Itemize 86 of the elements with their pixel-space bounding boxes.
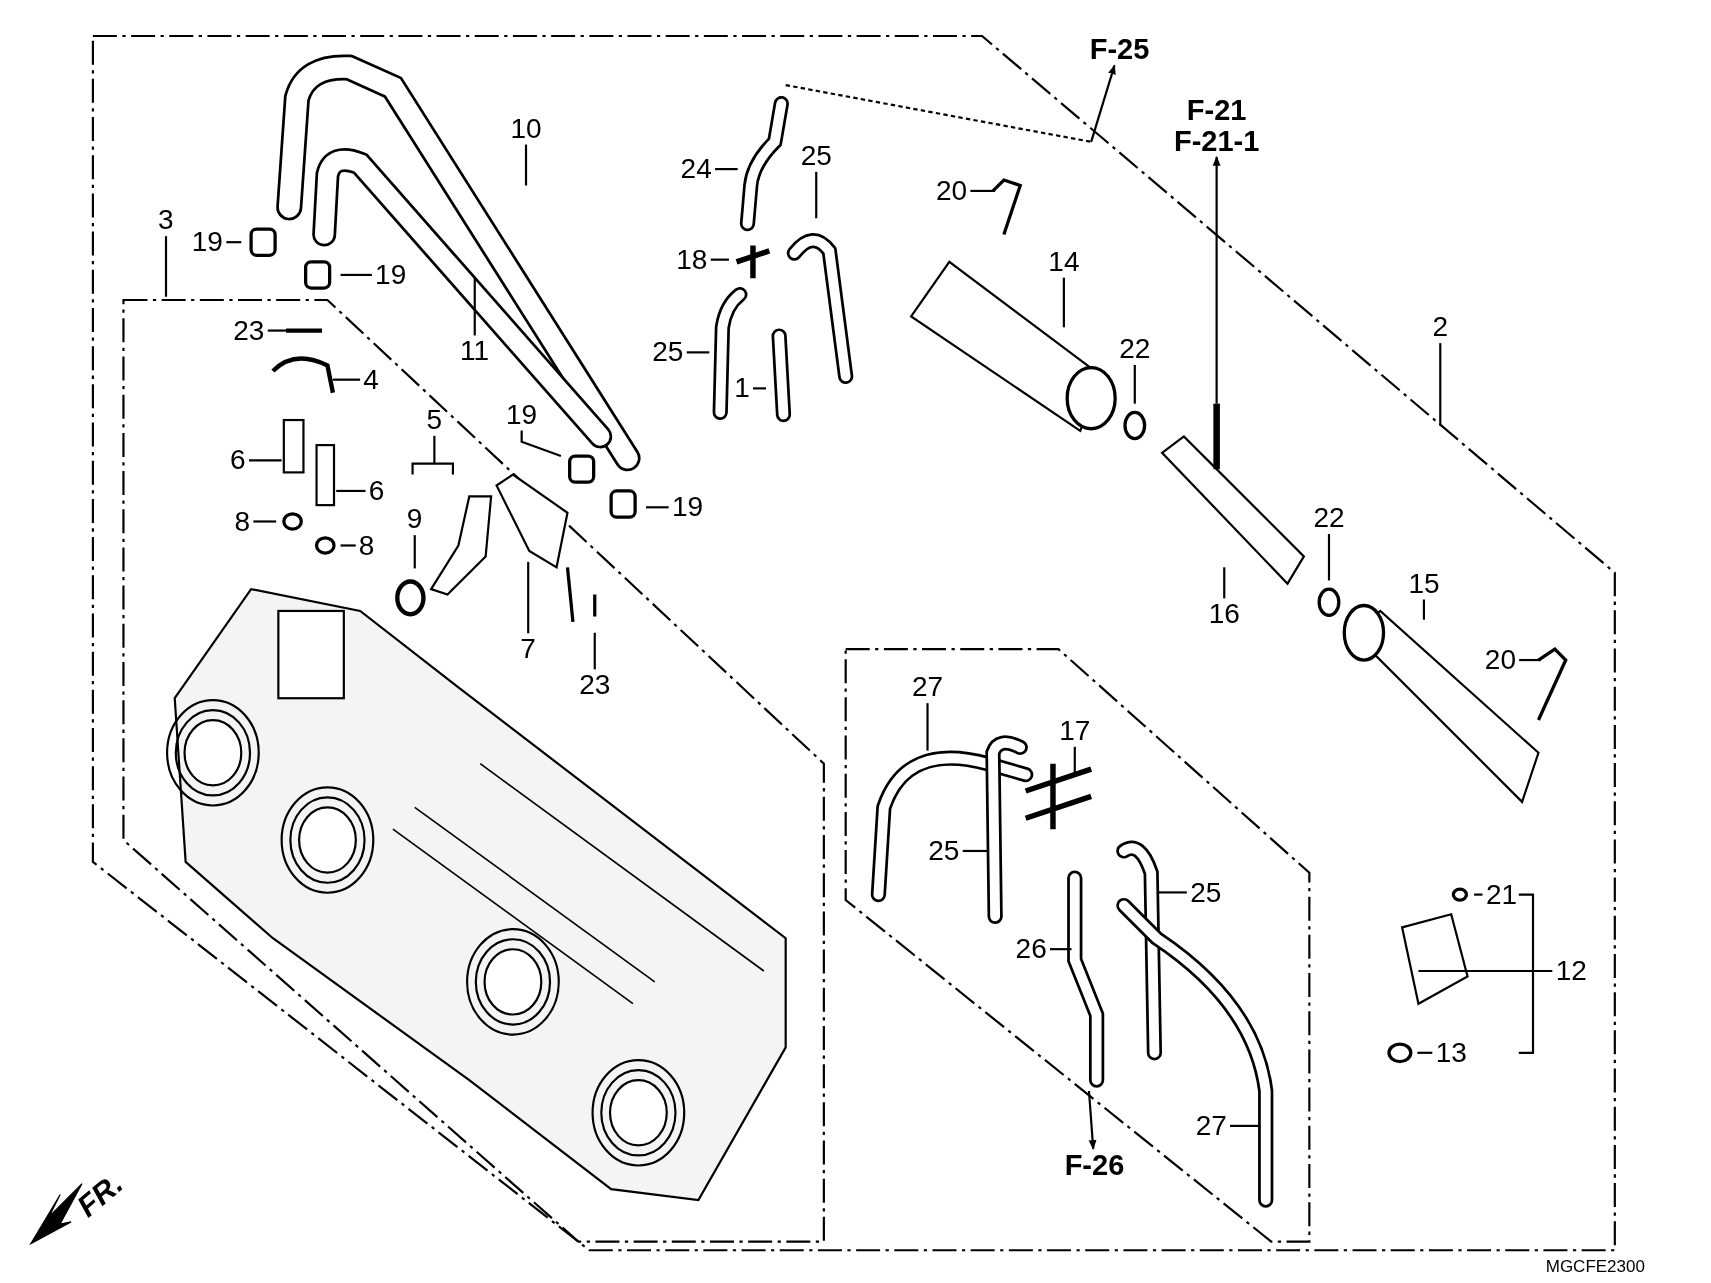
callout-number: 18 [676, 245, 708, 275]
arrow [1212, 156, 1221, 404]
leader-line [1519, 658, 1541, 662]
callout-number: 19 [191, 227, 223, 257]
leader-line [332, 378, 361, 381]
callout-number: 25 [928, 836, 960, 866]
leader-line [527, 561, 530, 634]
leader-line [1158, 891, 1187, 894]
callout-number: 14 [1048, 247, 1080, 277]
callout-number: 25 [800, 141, 832, 171]
callout-number: 12 [1555, 956, 1587, 986]
diagram-code: MGCFE2300 [1545, 1256, 1645, 1277]
leader-line [524, 144, 528, 186]
leader-line [1327, 534, 1331, 581]
leader-line [1223, 567, 1226, 599]
callout-number: 11 [460, 336, 490, 367]
leader-line [710, 258, 729, 261]
callout-number: 24 [680, 154, 712, 184]
leader-line [433, 435, 436, 464]
leader-line [593, 632, 596, 670]
leader-line [164, 236, 168, 297]
callout-number: 16 [1208, 599, 1240, 630]
leader-line [413, 535, 416, 569]
callout-number: 19 [506, 399, 538, 430]
leader-line [715, 168, 738, 171]
callout-number: 19 [375, 260, 407, 290]
reference-label: F-21-1 [1173, 125, 1260, 156]
leader-line [1062, 277, 1065, 328]
callout-number: 27 [1195, 1111, 1227, 1141]
callout-number: 3 [158, 205, 174, 236]
leader-line [1417, 1051, 1433, 1054]
arrow [1090, 64, 1116, 143]
leader-line [340, 273, 372, 276]
callout-number: 19 [671, 492, 704, 523]
leader-line [962, 849, 988, 853]
leader-line [970, 189, 996, 192]
leader-line [249, 459, 282, 462]
leader-line [1439, 343, 1442, 426]
leader-line [1474, 893, 1483, 896]
leader-line [520, 430, 562, 458]
leader-line [253, 520, 277, 523]
callout-number: 22 [1119, 334, 1151, 364]
reference-label: F-21 [1185, 95, 1248, 126]
callout-number: 17 [1059, 716, 1091, 746]
callout-number: 6 [368, 476, 385, 506]
callout-number: 7 [520, 634, 536, 664]
callout-number: 21 [1485, 880, 1518, 910]
leader-line [473, 278, 476, 336]
callout-number: 13 [1435, 1038, 1467, 1068]
callout-number: 8 [234, 506, 250, 537]
callout-number: 26 [1015, 934, 1047, 964]
callout-number: 8 [358, 530, 375, 561]
leader-line [815, 171, 818, 219]
callout-number: 5 [426, 405, 443, 435]
reference-label: F-26 [1064, 1150, 1125, 1181]
leader-line [336, 489, 366, 493]
callout-number: 2 [1432, 312, 1449, 343]
arrow [1087, 1090, 1097, 1150]
leader-line [926, 703, 929, 751]
callout-number: 20 [935, 176, 968, 206]
leader-line [226, 241, 242, 244]
callout-number: 25 [1190, 877, 1222, 908]
callout-number: 9 [406, 504, 423, 535]
leader-line [1050, 948, 1072, 951]
callout-number: 25 [652, 337, 684, 368]
callout-number: 1 [734, 373, 750, 404]
leader-line [1418, 969, 1553, 973]
leader-line [686, 351, 710, 354]
callout-number: 4 [363, 365, 379, 395]
reference-label: F-25 [1089, 33, 1150, 65]
leader-line [1133, 364, 1136, 404]
callout-number: 6 [230, 445, 246, 476]
leader-line [267, 329, 286, 332]
callout-number: 15 [1408, 569, 1440, 599]
leader-line [340, 544, 356, 547]
leader-line [646, 506, 669, 509]
callout-number: 10 [510, 114, 542, 144]
callout-number: 27 [911, 672, 944, 703]
leader-line [753, 387, 767, 390]
callout-number: 20 [1484, 645, 1516, 675]
callout-number: 22 [1313, 503, 1345, 533]
leader-line [1230, 1124, 1261, 1127]
leader-line [1422, 599, 1425, 620]
callout-number: 23 [233, 315, 265, 346]
callout-number: 23 [579, 670, 611, 700]
fr-label: FR. [70, 1166, 130, 1224]
